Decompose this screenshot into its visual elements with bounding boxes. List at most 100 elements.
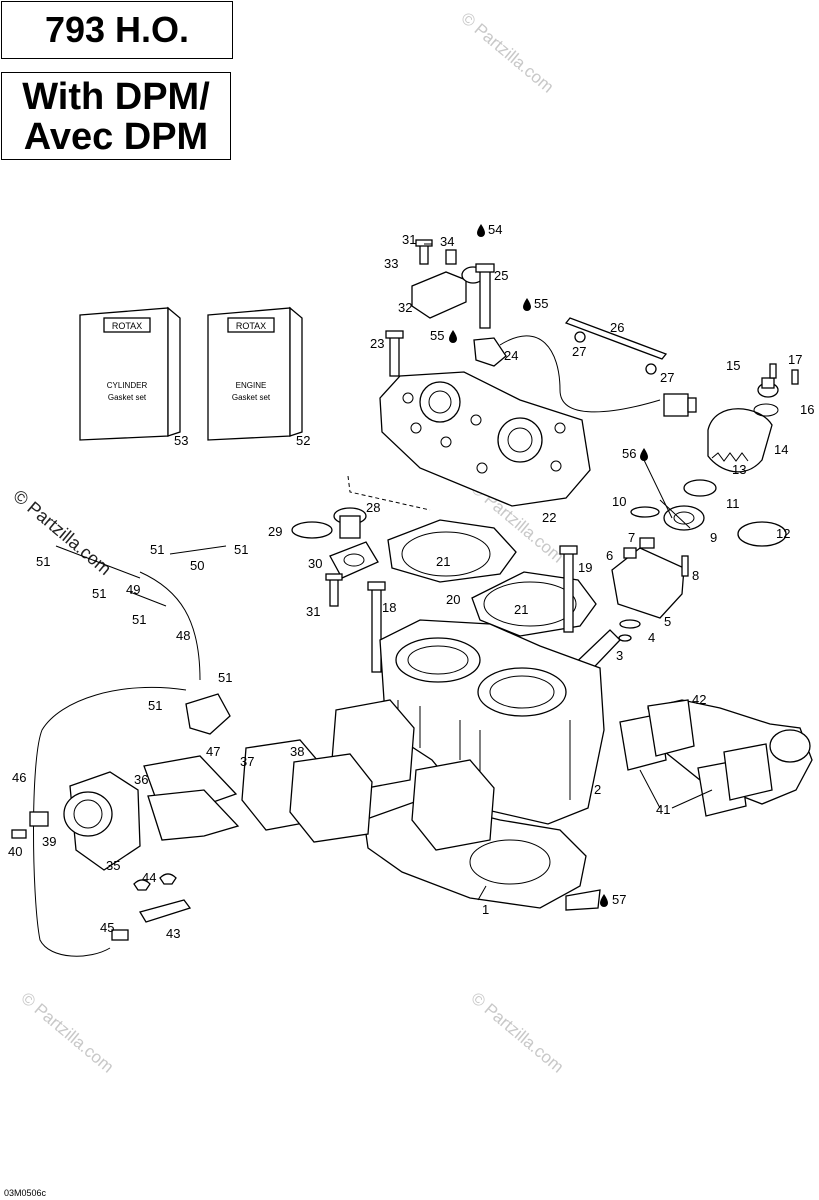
callout: 27 [660, 370, 674, 385]
callout: 19 [578, 560, 592, 575]
callout: 41 [656, 802, 670, 817]
callout: 39 [42, 834, 56, 849]
callout: 13 [732, 462, 746, 477]
callout: 2 [594, 782, 601, 797]
lubricant-drop-icons [449, 224, 648, 907]
cylinder-gasket-set: ROTAX CYLINDER Gasket set [79, 306, 181, 441]
callout: 7 [628, 530, 635, 545]
callout: 51 [234, 542, 248, 557]
callout: 1 [482, 902, 489, 917]
callout: 29 [268, 524, 282, 539]
callout: 18 [382, 600, 396, 615]
callout: 22 [542, 510, 556, 525]
reed-valves [143, 699, 495, 851]
callout: 8 [692, 568, 699, 583]
callout: 10 [612, 494, 626, 509]
callout: 38 [290, 744, 304, 759]
kit-line2: Gasket set [108, 393, 147, 402]
callout: 21 [514, 602, 528, 617]
callout: 51 [148, 698, 162, 713]
callout: 35 [106, 858, 120, 873]
kit-line1: CYLINDER [107, 381, 148, 390]
drop-icon [600, 894, 608, 907]
watermark-text: © Partzilla.com [457, 9, 557, 97]
engine-gasket-set: ROTAX ENGINE Gasket set [207, 306, 303, 441]
callout: 11 [726, 496, 740, 511]
callout: 31 [306, 604, 320, 619]
watermark-text: © Partzilla.com [9, 486, 115, 579]
callout: 15 [726, 358, 740, 373]
cylinder-bolts [367, 545, 578, 673]
hose-routing [11, 545, 231, 957]
callout: 33 [384, 256, 398, 271]
callout: 24 [504, 348, 518, 363]
callout: 46 [12, 770, 26, 785]
leader-lines [424, 243, 713, 901]
callout: 26 [610, 320, 624, 335]
drop-icon [640, 448, 648, 461]
callout: 25 [494, 268, 508, 283]
watermark-text: © Partzilla.com [17, 989, 117, 1077]
kit-brand: ROTAX [236, 321, 266, 331]
callout: 27 [572, 344, 586, 359]
callout: 48 [176, 628, 190, 643]
callout: 53 [174, 433, 188, 448]
valve-cover [630, 363, 799, 547]
callout: 42 [692, 692, 706, 707]
callout: 55 [534, 296, 548, 311]
callout: 12 [776, 526, 790, 541]
callout: 16 [800, 402, 814, 417]
callout: 30 [308, 556, 322, 571]
callout: 49 [126, 582, 140, 597]
callout: 51 [150, 542, 164, 557]
callout: 51 [132, 612, 146, 627]
figure-code: 03M0506c [4, 1188, 47, 1198]
callout: 36 [134, 772, 148, 787]
drop-icon [523, 298, 531, 311]
callout: 51 [218, 670, 232, 685]
callout: 34 [440, 234, 454, 249]
callout: 20 [446, 592, 460, 607]
drop-icon [449, 330, 457, 343]
callout: 50 [190, 558, 204, 573]
variant-title-box: With DPM/ Avec DPM [1, 72, 231, 160]
callout: 45 [100, 920, 114, 935]
callout: 51 [36, 554, 50, 569]
callout: 6 [606, 548, 613, 563]
temperature-sensor [473, 335, 697, 417]
callout: 9 [710, 530, 717, 545]
callout: 23 [370, 336, 384, 351]
callout: 52 [296, 433, 310, 448]
callout-labels: 31 34 54 33 25 32 55 55 26 23 24 27 27 1… [8, 222, 814, 941]
callout: 43 [166, 926, 180, 941]
exhaust-manifold [619, 699, 813, 817]
callout: 4 [648, 630, 655, 645]
water-outlet-fitting [385, 239, 495, 377]
kit-line1: ENGINE [236, 381, 267, 390]
carb-adapter [63, 771, 141, 871]
callout: 32 [398, 300, 412, 315]
callout: 14 [774, 442, 788, 457]
cylinder-block [379, 619, 605, 825]
callout: 44 [142, 870, 156, 885]
callout: 54 [488, 222, 502, 237]
callout: 37 [240, 754, 254, 769]
callout: 47 [206, 744, 220, 759]
variant-title-line2: Avec DPM [23, 116, 209, 158]
kit-line2: Gasket set [232, 393, 271, 402]
callout: 55 [430, 328, 444, 343]
thermostat-assembly [291, 507, 379, 607]
kit-brand: ROTAX [112, 321, 142, 331]
callout: 31 [402, 232, 416, 247]
callout: 40 [8, 844, 22, 859]
cylinder-head [347, 371, 591, 511]
rod [564, 317, 668, 375]
callout: 3 [616, 648, 623, 663]
callout: 28 [366, 500, 380, 515]
callout: 17 [788, 352, 802, 367]
callout: 21 [436, 554, 450, 569]
callout: 51 [92, 586, 106, 601]
drop-icon [477, 224, 485, 237]
callout: 5 [664, 614, 671, 629]
